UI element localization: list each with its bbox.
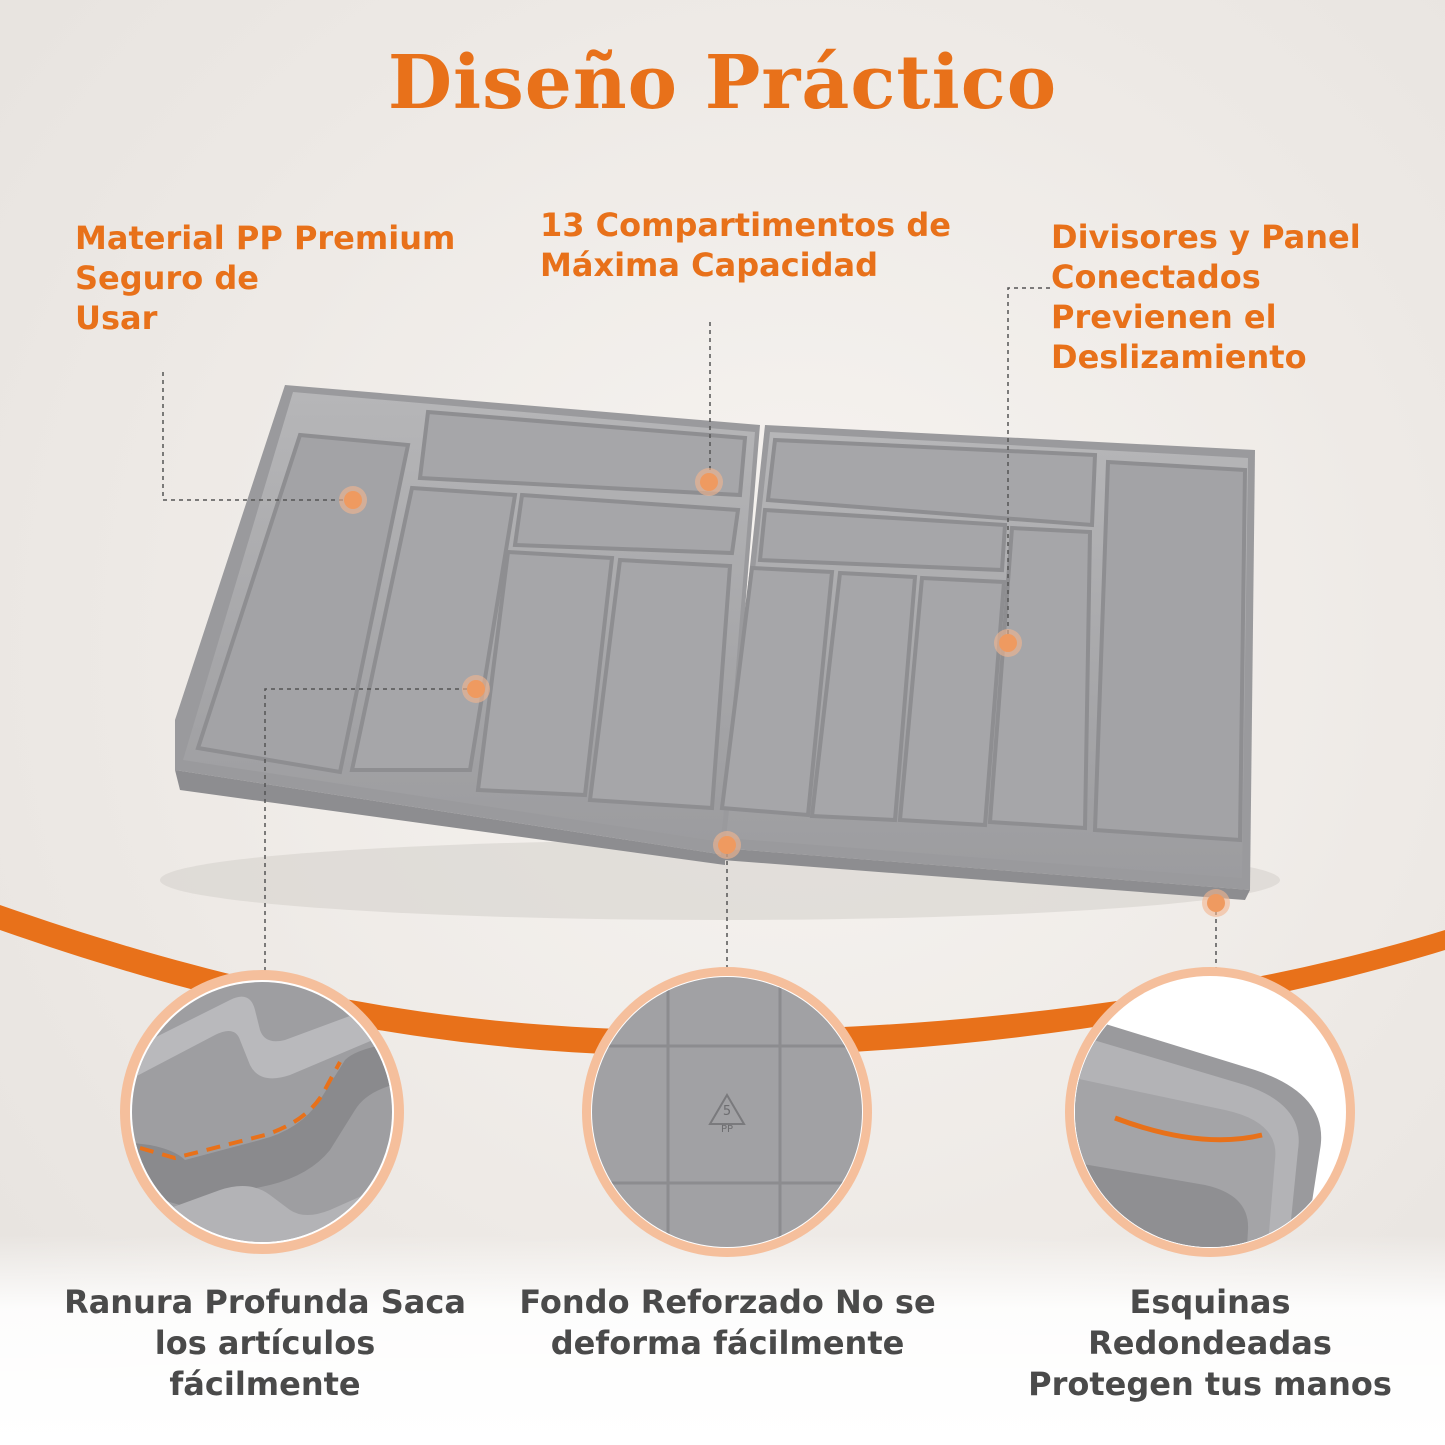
- right-tray-section: [719, 425, 1255, 890]
- callout-line: Divisores y Panel: [1051, 218, 1361, 256]
- callout-line: Deslizamiento: [1051, 338, 1307, 376]
- compartment: [765, 437, 1098, 528]
- feature-caption-bottom: Fondo Reforzado No se deforma fácilmente: [500, 1282, 955, 1364]
- caption-line: Redondeadas: [1088, 1324, 1332, 1362]
- callout-line: Conectados: [1051, 258, 1261, 296]
- pp5-recycle-icon: [582, 967, 872, 1257]
- caption-line: Protegen tus manos: [1028, 1365, 1392, 1403]
- feature-caption-corners: Esquinas Redondeadas Protegen tus manos: [1000, 1282, 1420, 1405]
- callout-compartments: 13 Compartimentos de Máxima Capacidad: [540, 205, 951, 285]
- caption-line: deforma fácilmente: [550, 1324, 905, 1362]
- compartment: [587, 557, 733, 811]
- compartment: [417, 409, 748, 498]
- page-title: Diseño Práctico: [387, 40, 1058, 126]
- rounded-corner-icon: [1065, 967, 1355, 1257]
- compartment: [809, 570, 918, 823]
- compartment: [1092, 459, 1248, 843]
- callout-line: 13 Compartimentos de: [540, 206, 951, 244]
- callout-line: Usar: [75, 299, 158, 337]
- callout-line: Seguro de: [75, 259, 259, 297]
- bottom-fade: [0, 1235, 1445, 1445]
- tray-front-rim: [720, 848, 1250, 900]
- feature-caption-groove: Ranura Profunda Saca los artículos fácil…: [50, 1282, 480, 1405]
- left-tray-section: [175, 385, 760, 855]
- caption-line: fácilmente: [169, 1365, 361, 1403]
- caption-line: los artículos: [154, 1324, 376, 1362]
- caption-line: Esquinas: [1129, 1283, 1291, 1321]
- compartment: [512, 492, 741, 556]
- compartment: [987, 525, 1093, 831]
- compartment: [475, 549, 615, 798]
- leader-line: [1007, 287, 1050, 643]
- tray-front-rim: [175, 770, 725, 865]
- leader-line: [264, 688, 475, 975]
- compartment: [897, 575, 1007, 828]
- callout-material: Material PP Premium Seguro de Usar: [75, 218, 455, 338]
- callout-dividers: Divisores y Panel Conectados Previenen e…: [1051, 217, 1361, 377]
- compartment: [719, 565, 835, 818]
- compartment: [195, 432, 411, 775]
- callout-line: Material PP Premium: [75, 219, 456, 257]
- callout-line: Previenen el: [1051, 298, 1277, 336]
- groove-detail-icon: [120, 970, 404, 1254]
- recycle-number: 5: [722, 1104, 732, 1119]
- callout-line: Máxima Capacidad: [540, 246, 879, 284]
- leader-line: [162, 372, 352, 501]
- recycle-code: PP: [720, 1124, 734, 1135]
- caption-line: Ranura Profunda Saca: [64, 1283, 466, 1321]
- caption-line: Fondo Reforzado No se: [519, 1283, 936, 1321]
- compartment: [757, 507, 1008, 573]
